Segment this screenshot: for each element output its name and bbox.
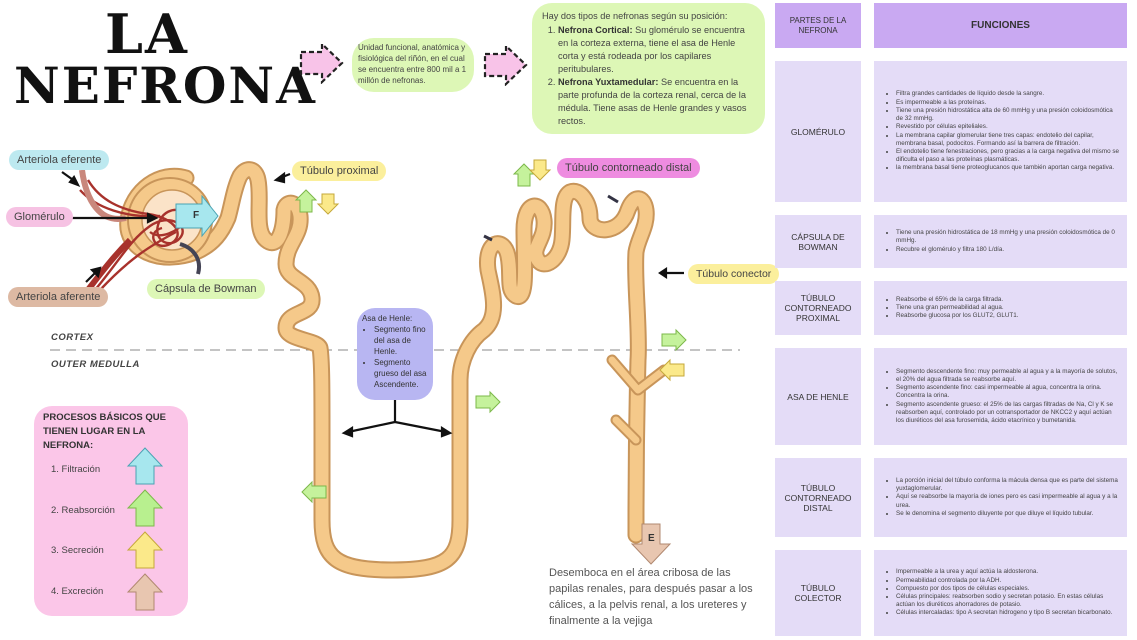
function-item: Se le denomina el segmento diluyente por… — [896, 510, 1121, 518]
table-header-parts: PARTES DE LA NEFRONA — [775, 3, 861, 48]
process-item-secretion: 3. Secreción — [51, 545, 104, 556]
types-intro: Hay dos tipos de nefronas según su posic… — [542, 11, 728, 21]
function-item: Permeabilidad controlada por la ADH. — [896, 577, 1121, 585]
label-tubulo-proximal: Túbulo proximal — [292, 161, 387, 181]
label-arteriola-aferente: Arteriola aferente — [8, 287, 109, 307]
table-header-functions: FUNCIONES — [874, 3, 1127, 48]
reabsorption-arrow — [294, 189, 318, 213]
label-tubulo-conector: Túbulo conector — [688, 264, 780, 284]
function-item: Recubre el glomérulo y filtra 180 L/día. — [896, 246, 1121, 254]
excretion-arrow-icon — [126, 573, 164, 611]
function-item: Revestido por células epiteliales. — [896, 123, 1121, 131]
secretion-arrow — [316, 193, 340, 215]
function-item: Reabsorbe el 65% de la carga filtrada. — [896, 296, 1019, 304]
bowman-pointer — [179, 242, 201, 275]
type-item: Nefrona Cortical: Su glomérulo se encuen… — [558, 24, 757, 76]
page-title-line2: NEFRONA — [14, 56, 317, 115]
function-item: la membrana basal tiene proteoglucanos q… — [896, 164, 1121, 172]
pointer-arrow-icon — [483, 44, 528, 86]
table-part-capsula: CÁPSULA DE BOWMAN — [775, 215, 861, 268]
function-item: Aquí se reabsorbe la mayoría de iones pe… — [896, 493, 1121, 509]
function-item: La porción inicial del túbulo conforma l… — [896, 477, 1121, 493]
table-functions-colector: Impermeable a la urea y aquí actúa la al… — [874, 550, 1127, 636]
excretion-mark: E — [648, 533, 655, 544]
table-part-glomerulo: GLOMÉRULO — [775, 61, 861, 202]
filtration-arrow — [175, 194, 219, 238]
function-item: La membrana capilar glomerular tiene tre… — [896, 132, 1121, 148]
reabsorption-arrow — [512, 163, 536, 187]
table-functions-capsula: Tiene una presión hidrostática de 18 mmH… — [874, 215, 1127, 268]
page-title-line1: LA — [105, 2, 189, 66]
reabsorption-arrow — [475, 390, 501, 414]
function-item: Compuesto por dos tipos de células espec… — [896, 585, 1121, 593]
process-item-filtration: 1. Filtración — [51, 464, 101, 475]
table-part-henle: ASA DE HENLE — [775, 348, 861, 445]
table-part-colector: TÚBULO COLECTOR — [775, 550, 861, 636]
nephron-types-bubble: Hay dos tipos de nefronas según su posic… — [532, 3, 765, 134]
label-arteriola-eferente: Arteriola eferente — [9, 150, 110, 170]
table-functions-glomerulo: Filtra grandes cantidades de líquido des… — [874, 61, 1127, 202]
process-item-reabsorption: 2. Reabsorción — [51, 505, 115, 516]
filtration-arrow-icon — [126, 447, 164, 485]
processes-title: PROCESOS BÁSICOS QUE TIENEN LUGAR EN LA … — [43, 412, 166, 451]
desemboca-text: Desemboca en el área cribosa de las papi… — [549, 567, 753, 627]
label-capsula-bowman: Cápsula de Bowman — [147, 279, 265, 299]
secretion-arrow — [528, 159, 552, 181]
function-item: Impermeable a la urea y aquí actúa la al… — [896, 568, 1121, 576]
table-functions-proximal: Reabsorbe el 65% de la carga filtrada. T… — [874, 281, 1127, 335]
definition-bubble: Unidad funcional, anatómica y fisiológic… — [352, 38, 474, 92]
type-item: Nefrona Yuxtamedular: Se encuentra en la… — [558, 76, 757, 128]
function-item: Tiene una presión hidrostática alta de 6… — [896, 107, 1121, 123]
process-item-excretion: 4. Excreción — [51, 586, 104, 597]
henle-item: Segmento grueso del asa Ascendente. — [374, 357, 433, 390]
outer-medulla-label: OUTER MEDULLA — [51, 359, 140, 370]
pointer-arrow-icon — [299, 42, 344, 84]
function-item: Tiene una gran permeabilidad al agua. — [896, 304, 1019, 312]
label-glomerulo: Glomérulo — [6, 207, 73, 227]
function-item: El endotelio tiene fenestraciones, pero … — [896, 148, 1121, 164]
label-pointer-lines — [61, 171, 684, 438]
function-item: Células principales: reabsorben sodio y … — [896, 593, 1121, 609]
reabsorption-arrow — [661, 328, 687, 352]
cortex-label: CORTEX — [51, 332, 94, 343]
reabsorption-arrow-icon — [126, 489, 164, 527]
label-tubulo-distal: Túbulo contorneado distal — [557, 158, 700, 178]
henle-item: Segmento fino del asa de Henle. — [374, 324, 433, 357]
table-part-proximal: TÚBULO CONTORNEADO PROXIMAL — [775, 281, 861, 335]
function-item: Tiene una presión hidrostática de 18 mmH… — [896, 229, 1121, 245]
function-item: Segmento descendente fino: muy permeable… — [896, 368, 1121, 384]
function-item: Segmento ascendente fino: casi impermeab… — [896, 384, 1121, 400]
definition-text: Unidad funcional, anatómica y fisiológic… — [358, 43, 467, 85]
henle-bubble: Asa de Henle: Segmento fino del asa de H… — [357, 308, 433, 400]
function-item: Reabsorbe glucosa por los GLUT2, GLUT1. — [896, 312, 1019, 320]
table-functions-henle: Segmento descendente fino: muy permeable… — [874, 348, 1127, 445]
processes-box: PROCESOS BÁSICOS QUE TIENEN LUGAR EN LA … — [34, 406, 188, 616]
table-part-distal: TÚBULO CONTORNEADO DISTAL — [775, 458, 861, 537]
table-functions-distal: La porción inicial del túbulo conforma l… — [874, 458, 1127, 537]
secretion-arrow-icon — [126, 531, 164, 569]
secretion-arrow — [659, 358, 685, 382]
flow-ticks — [483, 194, 619, 242]
reabsorption-arrow — [301, 480, 327, 504]
nephron-diagram — [50, 159, 740, 579]
filtration-mark: F — [193, 210, 200, 221]
function-item: Filtra grandes cantidades de líquido des… — [896, 90, 1121, 98]
function-item: Células intercaladas: tipo A secretan hi… — [896, 609, 1121, 617]
function-item: Segmento ascendente grueso: el 25% de la… — [896, 401, 1121, 426]
excretion-arrow — [630, 523, 672, 565]
function-item: Es impermeable a las proteínas. — [896, 99, 1121, 107]
henle-title: Asa de Henle: — [362, 314, 413, 323]
